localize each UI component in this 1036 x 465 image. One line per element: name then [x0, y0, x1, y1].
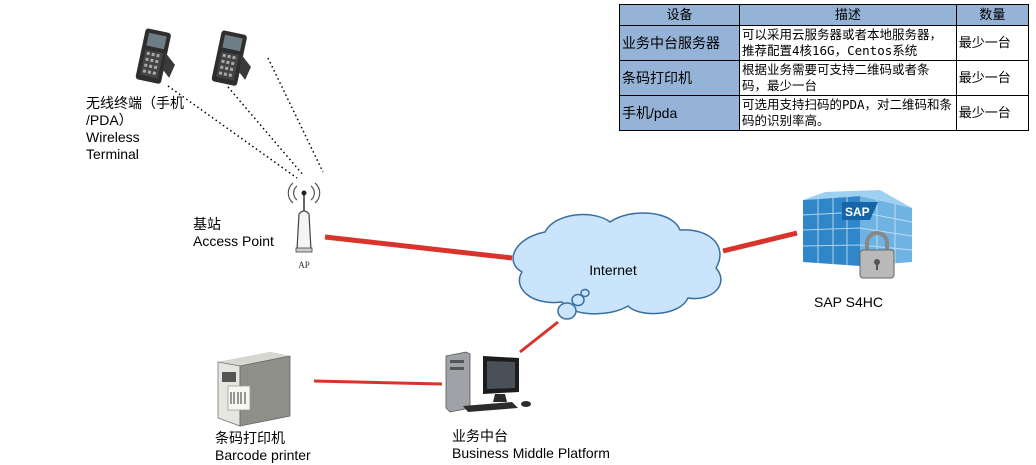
cell-description: 可选用支持扫码的PDA，对二维码和条码的识别率高。: [738, 95, 957, 131]
header-quantity: 数量: [955, 4, 1030, 26]
barcode-printer-icon: [217, 352, 291, 427]
cell-device: 手机/pda: [619, 95, 740, 131]
cell-device: 条码打印机: [619, 60, 740, 96]
pda-icon: [211, 30, 251, 86]
printer-label-en: Barcode printer: [215, 447, 311, 463]
cell-quantity: 最少一台: [955, 95, 1030, 131]
ap-label-en: Access Point: [193, 233, 274, 249]
ap-label-cn: 基站: [193, 216, 221, 232]
platform-label: 业务中台 Business Middle Platform: [452, 428, 610, 462]
access-point-icon: [287, 182, 321, 253]
cell-quantity: 最少一台: [955, 25, 1030, 61]
sap-label-text: SAP S4HC: [814, 294, 883, 310]
wireless-link-3: [267, 57, 324, 173]
printer-label-cn: 条码打印机: [215, 430, 285, 446]
table-row: 业务中台服务器 可以采用云服务器或者本地服务器，推荐配置4核16G，Centos…: [619, 25, 1030, 61]
internet-cloud-icon: [512, 212, 722, 320]
access-point-label: 基站 Access Point: [193, 216, 274, 250]
table-row: 手机/pda 可选用支持扫码的PDA，对二维码和条码的识别率高。 最少一台: [619, 95, 1030, 131]
printer-label: 条码打印机 Barcode printer: [215, 430, 311, 464]
terminal-label-en: Wireless: [86, 129, 140, 145]
wireless-link-2: [227, 86, 305, 177]
terminal-label: 无线终端（手机 /PDA） Wireless Terminal: [86, 95, 184, 163]
header-device: 设备: [619, 4, 740, 26]
link-internet-sap: [722, 230, 798, 254]
link-internet-platform: [519, 320, 559, 354]
terminal-label-cn-2: /PDA）: [86, 112, 133, 128]
sap-label: SAP S4HC: [814, 294, 883, 311]
table-row: 条码打印机 根据业务需要可支持二维码或者条码，最少一台 最少一台: [619, 60, 1030, 96]
sap-building-icon: SAP: [802, 190, 913, 279]
platform-label-en: Business Middle Platform: [452, 445, 610, 461]
link-printer-platform: [313, 379, 443, 386]
cell-quantity: 最少一台: [955, 60, 1030, 96]
equipment-table: 设备 描述 数量 业务中台服务器 可以采用云服务器或者本地服务器，推荐配置4核1…: [619, 4, 1030, 131]
terminal-label-en-2: Terminal: [86, 146, 139, 162]
terminal-label-cn: 无线终端（手机: [86, 95, 184, 111]
link-ap-internet: [324, 234, 513, 261]
svg-text:SAP: SAP: [845, 205, 870, 219]
platform-label-cn: 业务中台: [452, 428, 508, 444]
table-header-row: 设备 描述 数量: [619, 4, 1030, 26]
cell-description: 可以采用云服务器或者本地服务器，推荐配置4核16G，Centos系统: [738, 25, 957, 61]
workstation-icon: [445, 351, 531, 413]
header-description: 描述: [738, 4, 957, 26]
pda-icon: [135, 28, 175, 84]
cell-description: 根据业务需要可支持二维码或者条码，最少一台: [738, 60, 957, 96]
cell-device: 业务中台服务器: [619, 25, 740, 61]
ap-badge: AP: [298, 260, 310, 270]
internet-label: Internet: [589, 262, 637, 278]
wireless-link-1: [167, 85, 298, 179]
